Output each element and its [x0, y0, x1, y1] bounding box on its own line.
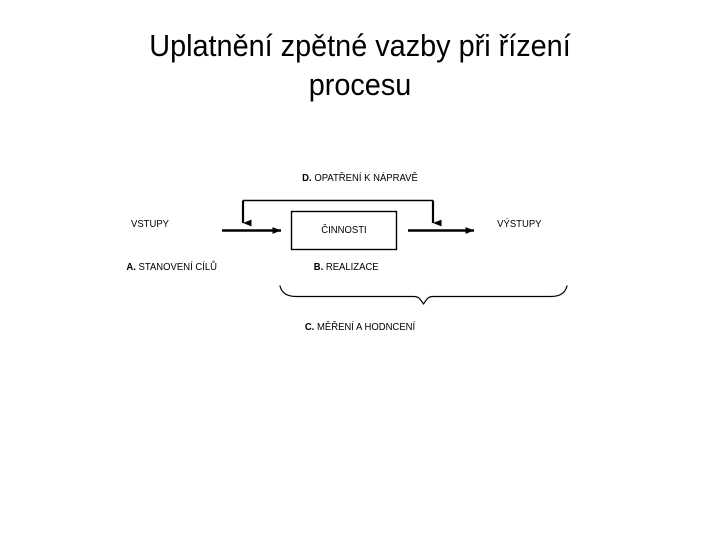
page-title: Uplatnění zpětné vazby při řízení proces…	[149, 28, 571, 102]
label-realization-tag: B.	[313, 262, 324, 273]
label-measurement: C. MĚŘENÍ A HODNCENÍ	[18, 322, 702, 334]
label-goal-setting-text: STANOVENÍ CÍLŮ	[138, 262, 218, 273]
label-inputs: VSTUPY	[131, 219, 170, 230]
label-corrective-action-tag: D.	[302, 173, 312, 184]
measurement-brace	[279, 285, 568, 305]
label-activities: ČINNOSTI	[321, 225, 367, 236]
label-realization: B. REALIZACE	[314, 262, 379, 274]
label-measurement-text: MĚŘENÍ A HODNCENÍ	[316, 322, 416, 333]
activities-box	[290, 210, 398, 251]
label-realization-text: REALIZACE	[325, 262, 379, 273]
label-corrective-action-text: OPATŘENÍ K NÁPRAVĚ	[314, 173, 418, 184]
label-corrective-action: D. OPATŘENÍ K NÁPRAVĚ	[18, 173, 702, 185]
label-measurement-tag: C.	[304, 322, 315, 333]
label-outputs: VÝSTUPY	[497, 219, 542, 230]
label-goal-setting: A. STANOVENÍ CÍLŮ	[126, 262, 217, 274]
label-goal-setting-tag: A.	[126, 262, 136, 273]
